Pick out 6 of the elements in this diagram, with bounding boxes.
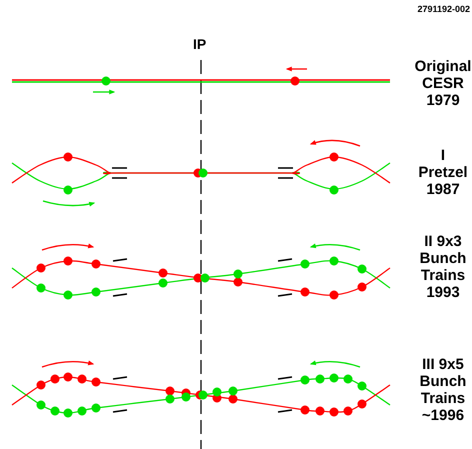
axis-label: IP bbox=[193, 36, 206, 52]
stage-label: Original CESR 1979 bbox=[414, 58, 472, 109]
stage-label: III 9x5 Bunch Trains ~1996 bbox=[420, 356, 466, 424]
stage-label: I Pretzel 1987 bbox=[418, 147, 468, 198]
figure-number: 2791192-002 bbox=[417, 4, 470, 14]
stage-label: II 9x3 Bunch Trains 1993 bbox=[420, 233, 466, 301]
